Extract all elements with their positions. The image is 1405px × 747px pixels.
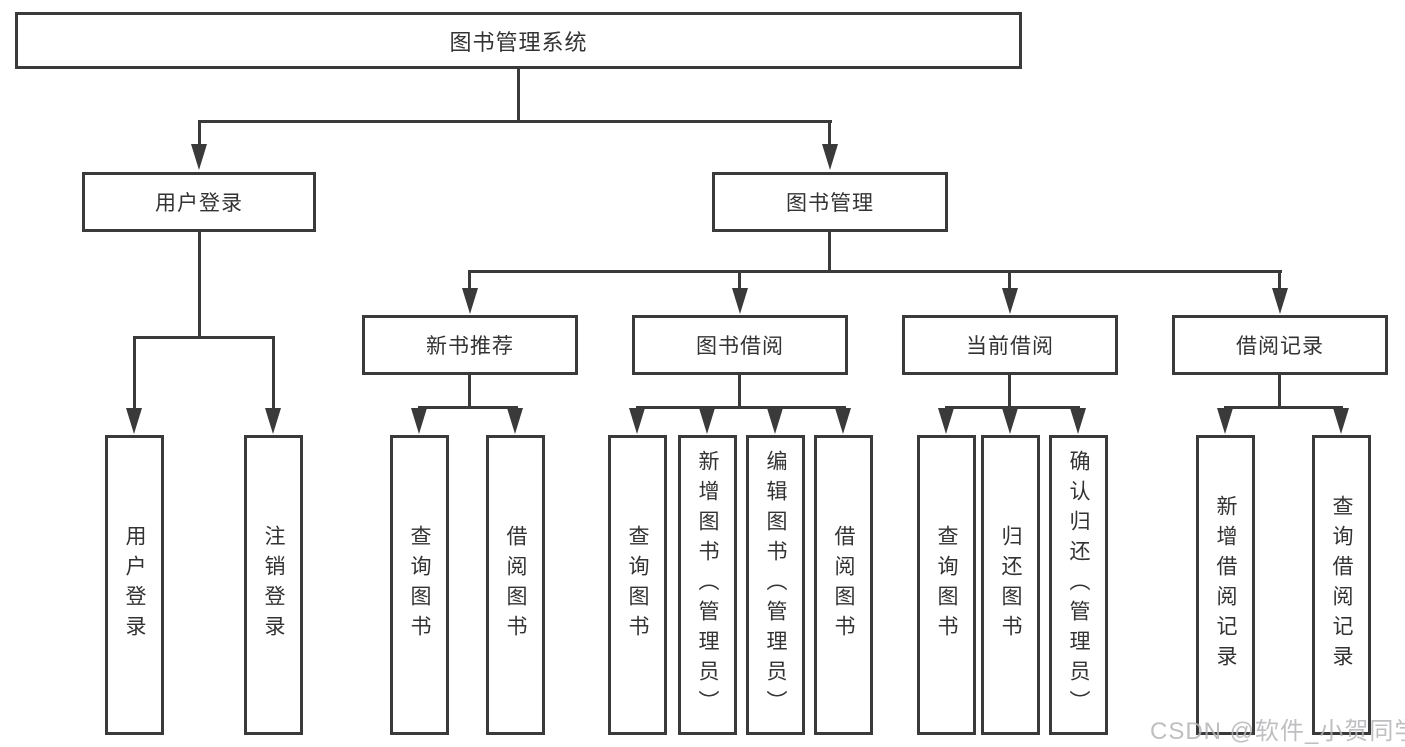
leaf-query-books-recommend: 查询图书 [390,435,449,735]
leaf-confirm-return-admin: 确认归还（管理员） [1049,435,1108,735]
arrow-down-icon [265,408,281,434]
arrow-down-icon [629,408,645,434]
connector-line [418,406,518,409]
connector-line [133,336,275,339]
connector-line [272,336,275,410]
node-label: 用户登录 [155,192,243,215]
arrow-down-icon [126,408,142,434]
node-user-login: 用户登录 [82,172,316,232]
node-label: 查询图书 [626,525,649,645]
connector-line [1278,375,1281,408]
leaf-logout: 注销登录 [244,435,303,735]
node-label: 图书借阅 [696,335,784,358]
node-label: 注销登录 [262,525,285,645]
connector-line [468,270,1282,273]
arrow-down-icon [1070,408,1086,434]
leaf-query-borrow-record: 查询借阅记录 [1312,435,1371,735]
arrow-down-icon [938,408,954,434]
node-label: 借阅图书 [832,525,855,645]
connector-line [133,336,136,410]
arrow-down-icon [1333,408,1349,434]
arrow-down-icon [411,408,427,434]
leaf-query-books-current: 查询图书 [917,435,976,735]
connector-line [1008,270,1011,290]
node-label: 当前借阅 [966,335,1054,358]
node-label: 查询图书 [408,525,431,645]
leaf-user-login: 用户登录 [105,435,164,735]
leaf-query-books-borrowing: 查询图书 [608,435,667,735]
connector-line [198,120,201,146]
leaf-return-book: 归还图书 [981,435,1040,735]
node-label: 新增图书（管理员） [696,450,719,720]
arrow-down-icon [1002,288,1018,314]
arrow-down-icon [767,408,783,434]
connector-line [828,232,831,272]
connector-line [198,120,832,123]
arrow-down-icon [507,408,523,434]
arrow-down-icon [732,288,748,314]
connector-line [1224,406,1343,409]
arrow-down-icon [1272,288,1288,314]
node-new-book-recommendation: 新书推荐 [362,315,578,375]
connector-line [468,375,471,408]
connector-line [517,68,520,122]
node-label: 图书管理系统 [449,29,588,55]
leaf-add-book-admin: 新增图书（管理员） [678,435,737,735]
csdn-watermark: CSDN @软件_小贺同学 [1150,718,1405,745]
node-book-borrowing: 图书借阅 [632,315,848,375]
connector-line [1008,375,1011,408]
node-book-management: 图书管理 [712,172,948,232]
node-library-management-system: 图书管理系统 [15,12,1022,69]
connector-line [738,375,741,408]
leaf-borrow-books-recommend: 借阅图书 [486,435,545,735]
arrow-down-icon [462,288,478,314]
node-label: 归还图书 [999,525,1022,645]
connector-line [1278,270,1281,290]
connector-line [198,232,201,339]
node-label: 借阅图书 [504,525,527,645]
node-label: 图书管理 [786,192,874,215]
connector-line [468,270,471,290]
arrow-down-icon [699,408,715,434]
node-label: 借阅记录 [1236,335,1324,358]
arrow-down-icon [1002,408,1018,434]
connector-line [945,406,1080,409]
node-label: 确认归还（管理员） [1067,450,1090,720]
arrow-down-icon [822,144,838,170]
node-label: 查询图书 [935,525,958,645]
connector-line [636,406,846,409]
node-label: 新书推荐 [426,335,514,358]
leaf-add-borrow-record: 新增借阅记录 [1196,435,1255,735]
node-current-borrowing: 当前借阅 [902,315,1118,375]
node-label: 新增借阅记录 [1214,495,1237,675]
node-borrowing-records: 借阅记录 [1172,315,1388,375]
connector-line [738,270,741,290]
node-label: 编辑图书（管理员） [764,450,787,720]
arrow-down-icon [191,144,207,170]
node-label: 查询借阅记录 [1330,495,1353,675]
connector-line [828,120,831,146]
arrow-down-icon [1217,408,1233,434]
node-label: 用户登录 [123,525,146,645]
leaf-borrow-books-borrowing: 借阅图书 [814,435,873,735]
arrow-down-icon [835,408,851,434]
leaf-edit-book-admin: 编辑图书（管理员） [746,435,805,735]
